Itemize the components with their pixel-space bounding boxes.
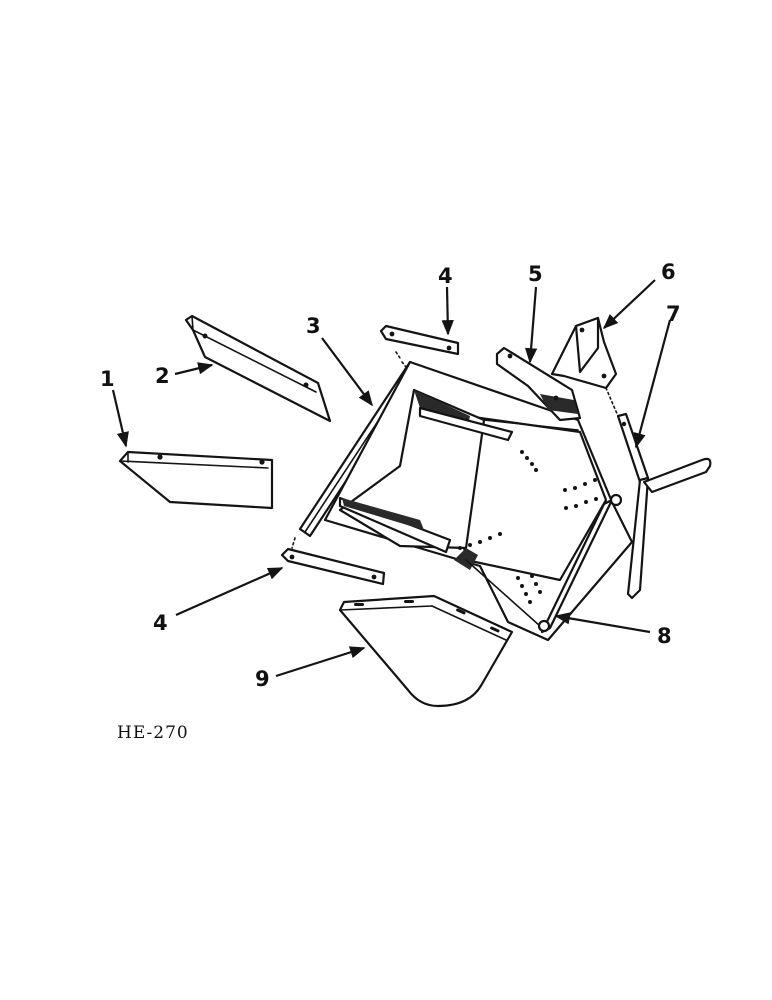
callout-9: 9 <box>255 667 270 691</box>
callout-1: 1 <box>100 367 115 391</box>
part-1-side-panel <box>118 450 274 510</box>
callout-8: 8 <box>657 624 672 648</box>
part-2-side-panel <box>184 314 332 423</box>
part-8-rod <box>537 493 623 634</box>
callout-5: 5 <box>528 262 543 286</box>
frame-hole-dots <box>458 450 598 604</box>
part-5-brace <box>495 346 582 422</box>
part-4-lower-bracket <box>280 547 386 586</box>
callout-7: 7 <box>666 302 681 326</box>
part-4-upper-bracket <box>379 324 460 356</box>
callout-leaders <box>111 279 672 678</box>
callout-2: 2 <box>155 364 170 388</box>
figure-code: HE-270 <box>117 723 189 743</box>
callout-4-lower: 4 <box>153 611 168 635</box>
main-frame-assembly <box>323 360 634 642</box>
part-7-handle <box>616 412 712 600</box>
callout-3: 3 <box>306 314 321 338</box>
callout-6: 6 <box>661 260 676 284</box>
part-6-mount-bracket <box>550 316 618 390</box>
part-9-deflector <box>338 594 514 708</box>
callout-4-upper: 4 <box>438 264 453 288</box>
